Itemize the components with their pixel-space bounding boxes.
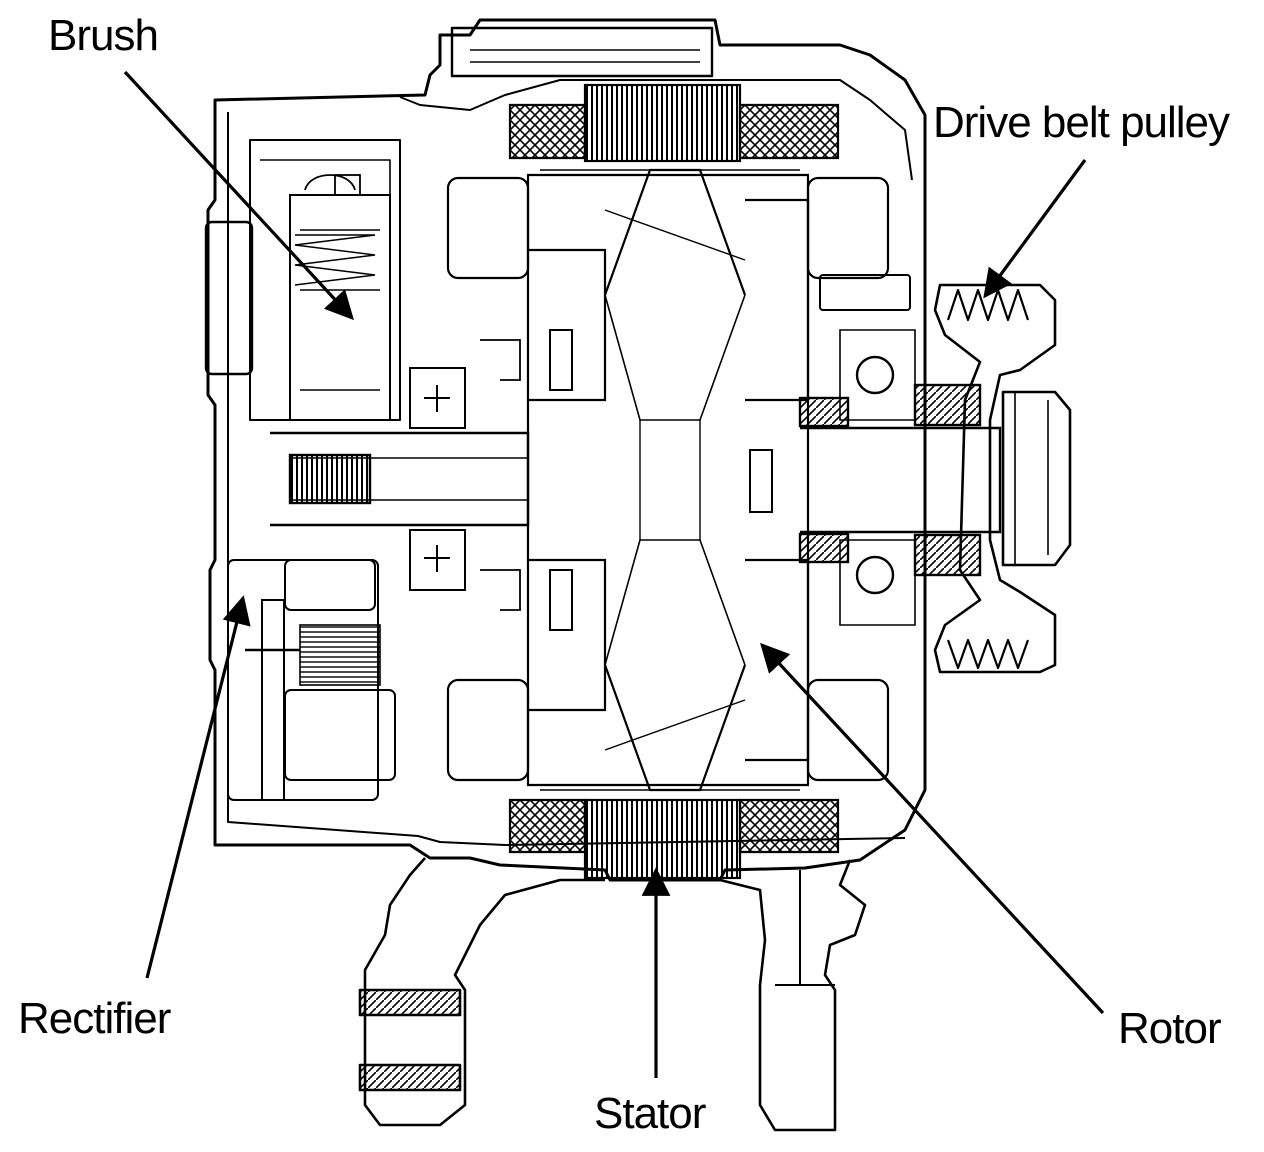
stator-bottom (508, 798, 840, 880)
stator-top (508, 83, 840, 163)
rectifier-leader-line (145, 595, 251, 979)
rotor-label: Rotor (1118, 1004, 1221, 1053)
rear-internals (227, 174, 521, 801)
rectifier-label: Rectifier (18, 994, 171, 1043)
mounting-feet (358, 857, 867, 1132)
drive-belt-pulley-label: Drive belt pulley (933, 98, 1230, 147)
rotor-assembly (446, 168, 890, 792)
rotor-shaft (270, 274, 1002, 626)
drive-belt-pulley-shape (933, 283, 1072, 674)
brush-leader-line (123, 70, 354, 321)
brush-label: Brush (48, 11, 158, 60)
pulley-leader-line (983, 159, 1087, 299)
callout-labels: Brush Drive belt pulley Rectifier Rotor … (18, 11, 1231, 1138)
leader-lines (123, 70, 1105, 1078)
rotor-leader-line (760, 642, 1105, 1015)
stator-label: Stator (594, 1089, 706, 1138)
